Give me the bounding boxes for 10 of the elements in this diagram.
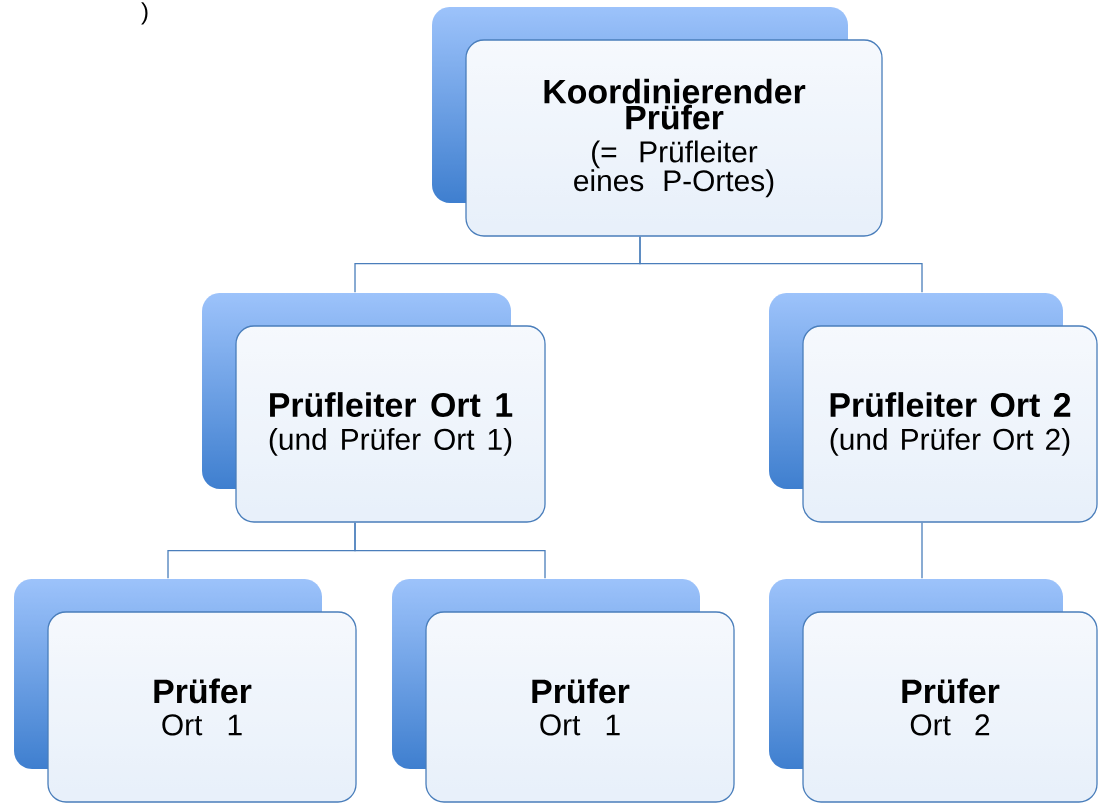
connector-line [921,522,923,579]
connector-line [639,236,923,293]
org-box: Prüfer Ort 2 [802,611,1098,803]
org-box: Prüfleiter Ort 2 (und Prüfer Ort 2) [802,325,1098,523]
bracket-text: ) [141,2,148,25]
org-box: Prüfer Ort 1 [425,611,735,803]
org-box: Koordinierender Prüfer (= Prüfleiter eines P-Ortes) [465,39,883,237]
connector-line [354,522,546,579]
org-box: Prüfer Ort 1 [47,611,357,803]
org-box: Prüfleiter Ort 1 (und Prüfer Ort 1) [235,325,546,523]
